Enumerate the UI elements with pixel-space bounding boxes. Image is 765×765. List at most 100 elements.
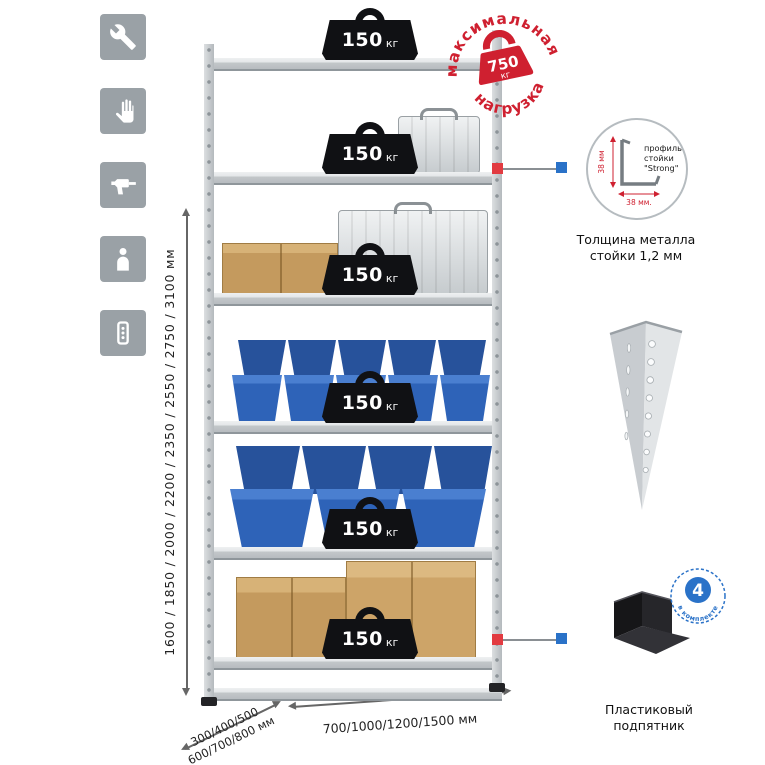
storage-bin: [338, 340, 386, 378]
weight-unit: кг: [385, 400, 399, 413]
feature-tile-tools: [100, 14, 146, 60]
plastic-foot-graphic: [613, 591, 690, 654]
shelf-beam-1: [204, 58, 502, 71]
angle-post-slots: [624, 343, 632, 441]
max-load-stamp: максимальная нагрузка 750 кг: [426, 0, 583, 146]
weight-unit: кг: [385, 37, 399, 50]
callout-marker-blue-top: [556, 162, 567, 173]
profile-vdim-label: 38 мм: [597, 150, 606, 173]
weight-body: 150 кг: [322, 255, 418, 295]
foot-wall-left: [614, 592, 642, 638]
cardboard-box-small: [222, 243, 338, 295]
profile-hdim-arrow-left: [618, 191, 624, 197]
width-dimension-label: 700/1000/1200/1500 мм: [322, 710, 478, 737]
shelf-beam-2: [204, 172, 502, 185]
storage-bin: [236, 446, 300, 494]
shelf-beam-3: [204, 293, 502, 306]
weight-handle: [355, 371, 385, 393]
foot-edge-highlight: [613, 591, 673, 603]
profile-diagram: 38 мм 38 мм. профиль стойки "Strong": [597, 136, 682, 207]
weight-unit: кг: [385, 272, 399, 285]
shelf-beam-4: [204, 421, 502, 434]
profile-caption-line2: стойки 1,2 мм: [589, 248, 683, 264]
weight-unit: кг: [385, 151, 399, 164]
callout-marker-red-bottom: [492, 634, 503, 645]
included-badge: в комплекте 4: [668, 566, 728, 626]
storage-bin: [238, 340, 286, 378]
max-load-stamp-graphic: максимальная нагрузка 750 кг: [431, 0, 564, 126]
shelf-beam-6: [204, 657, 502, 670]
storage-bin: [438, 340, 486, 378]
stamp-unit: кг: [500, 70, 512, 82]
plastic-foot-image: [594, 584, 706, 668]
weight-unit: кг: [385, 526, 399, 539]
profile-vdim-arrow-bottom: [610, 182, 616, 188]
storage-bin: [232, 375, 282, 421]
weight-unit: кг: [385, 636, 399, 649]
weight-handle: [355, 607, 385, 629]
storage-bin: [230, 489, 314, 547]
depth-dimension-label: 300/400/500 600/700/800 мм: [163, 692, 293, 765]
storage-bin: [368, 446, 432, 494]
profile-label-3: "Strong": [644, 163, 679, 173]
foot-caption-line1: Пластиковый: [605, 702, 693, 717]
angle-post-right-face: [642, 322, 682, 510]
shelf-load-weight: 150 кг: [322, 607, 418, 659]
weight-handle: [355, 243, 385, 265]
weight-handle: [355, 8, 385, 30]
profile-callout-circle: 38 мм 38 мм. профиль стойки "Strong": [586, 118, 688, 220]
shelf-beam-bottom: [204, 688, 502, 701]
callout-marker-red-top: [492, 163, 503, 174]
profile-caption-line1: Толщина металла: [576, 232, 696, 247]
shelf-beam-5: [204, 547, 502, 560]
shelf-load-weight: 150 кг: [322, 371, 418, 423]
profile-hdim-arrow-right: [654, 191, 660, 197]
profile-shape: [620, 140, 656, 186]
profile-label-1: профиль: [644, 143, 682, 153]
feature-tile-gloves: [100, 88, 146, 134]
shelf-load-weight: 150 кг: [322, 8, 418, 60]
feature-tile-drill: [100, 162, 146, 208]
foot-caption-line2: подпятник: [613, 718, 685, 734]
angle-post-image: [582, 312, 712, 527]
feature-tile-person: [100, 236, 146, 282]
included-badge-graphic: в комплекте 4: [670, 568, 726, 624]
angle-post-holes: [642, 340, 656, 473]
shelf-load-weight: 150 кг: [322, 122, 418, 174]
glove-icon: [115, 99, 134, 123]
profile-lips: [621, 138, 661, 185]
weight-value: 150: [341, 628, 383, 650]
rack-post-icon: [117, 321, 129, 345]
rack-foot-left: [201, 697, 217, 706]
callout-line-profile: [502, 168, 558, 170]
badge-circle: [685, 577, 711, 603]
angle-post-graphic: [609, 320, 683, 510]
callout-line-foot: [502, 639, 558, 641]
rack-post-right: [492, 30, 502, 686]
storage-bin: [388, 340, 436, 378]
rack-post-left: [204, 44, 214, 700]
angle-post-top-edge: [609, 320, 683, 336]
rack-foot-right: [489, 683, 505, 692]
weight-value: 150: [341, 29, 383, 51]
weight-body: 150 кг: [322, 134, 418, 174]
profile-hdim-label: 38 мм.: [626, 198, 652, 207]
wrench-icon: [110, 24, 136, 50]
storage-bin: [440, 375, 490, 421]
weight-body: 150 кг: [322, 383, 418, 423]
weight-body: 150 кг: [322, 619, 418, 659]
weight-value: 150: [341, 518, 383, 540]
weight-value: 150: [341, 392, 383, 414]
profile-caption: Толщина металла стойки 1,2 мм: [568, 232, 704, 265]
drill-icon: [111, 179, 136, 195]
shelf-load-weight: 150 кг: [322, 497, 418, 549]
height-dimension-label: 1600 / 1850 / 2000 / 2200 / 2350 / 2550 …: [161, 248, 177, 656]
profile-label-2: стойки: [644, 153, 674, 163]
foot-wall-right: [642, 592, 672, 634]
foot-caption: Пластиковый подпятник: [584, 702, 714, 735]
storage-bin: [302, 446, 366, 494]
profile-vdim-arrow-top: [610, 136, 616, 142]
person-icon: [117, 248, 129, 271]
stamp-weight-handle: [482, 29, 516, 50]
